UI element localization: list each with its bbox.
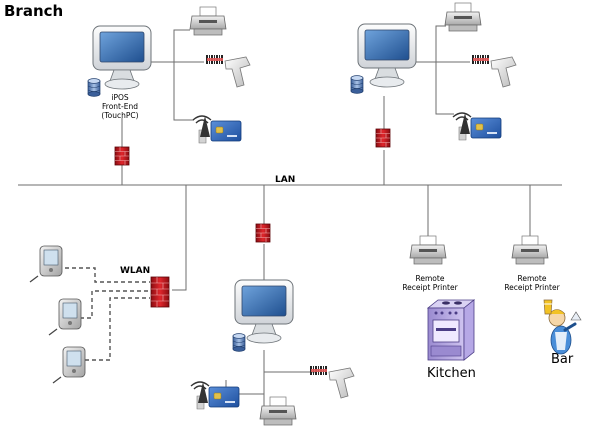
wlan-links xyxy=(65,267,150,361)
database-icon xyxy=(232,333,246,352)
connection-lines xyxy=(18,25,562,410)
pda-icon xyxy=(52,346,86,384)
bar-label: Bar xyxy=(551,352,574,367)
barcode-scanner-icon xyxy=(309,365,355,399)
printer-icon xyxy=(189,6,227,36)
database-icon xyxy=(350,75,364,94)
card-reader-icon xyxy=(452,112,502,141)
stove-icon xyxy=(426,299,476,361)
pos-terminal-monitor-icon xyxy=(92,25,152,90)
remote-printer-icon xyxy=(511,235,549,265)
barcode-scanner-icon xyxy=(205,54,251,88)
barcode-scanner-icon xyxy=(471,54,517,88)
card-reader-icon xyxy=(190,381,240,410)
wlan-label: WLAN xyxy=(120,266,151,276)
printer-icon xyxy=(444,2,482,32)
card-reader-icon xyxy=(192,115,242,144)
printer-icon xyxy=(259,396,297,426)
diagram-title: Branch xyxy=(4,2,64,20)
kitchen-label: Kitchen xyxy=(427,366,476,381)
firewall-icon xyxy=(255,223,271,243)
firewall-icon xyxy=(375,128,391,148)
wireless-access-point-icon xyxy=(150,276,170,308)
pos-terminal-monitor-icon xyxy=(357,23,417,88)
firewall-icon xyxy=(114,146,130,166)
bartender-icon xyxy=(543,299,582,355)
pda-icon xyxy=(48,298,82,336)
pda-icon xyxy=(29,245,63,283)
lan-label: LAN xyxy=(275,175,296,185)
database-icon xyxy=(87,78,101,97)
pos-terminal-monitor-icon xyxy=(234,279,294,344)
remote-printer-icon xyxy=(409,235,447,265)
